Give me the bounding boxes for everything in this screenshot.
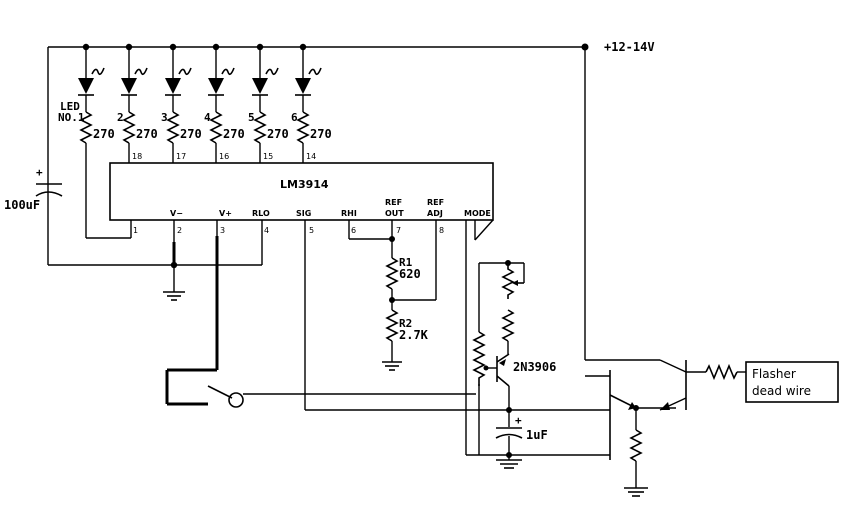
resistor-r2: [385, 309, 399, 362]
pin-number-4: 4: [264, 226, 269, 235]
led-column-2: [121, 47, 148, 163]
led-resistor-icon: [122, 111, 136, 144]
led-label-4: 4: [204, 111, 211, 124]
supply-label: +12-14V: [604, 40, 655, 54]
chip-name: LM3914: [280, 178, 329, 191]
capacitor-100uf: [35, 183, 63, 197]
pin-label-ref-out-1: REF: [385, 198, 402, 207]
light-emission-icon: [308, 67, 322, 76]
ground-icon-3: [496, 459, 522, 469]
r2-value: 2.7K: [399, 328, 429, 342]
cap-small-polarity: +: [515, 414, 522, 427]
pin-number-6: 6: [351, 226, 356, 235]
pin-number-16: 16: [219, 152, 229, 161]
supply-rail: [47, 43, 687, 373]
light-emission-icon: [178, 67, 192, 76]
ground-icon-1: [163, 291, 185, 301]
pin-label-ref-adj-1: REF: [427, 198, 444, 207]
pin-label-mode: MODE: [464, 209, 491, 218]
led-resistor-icon: [296, 111, 310, 144]
led-label-1b: NO.1: [58, 111, 85, 124]
led-column-5: [252, 47, 279, 163]
cap-main-value: 100uF: [4, 198, 40, 212]
potentiometer-icon: [501, 263, 515, 299]
pnp-transistor-icon: [496, 353, 510, 363]
led-resistor-value-6: 270: [310, 127, 332, 141]
led-label-6: 6: [291, 111, 298, 124]
led-diode-icon: [121, 78, 137, 94]
led-diode-icon: [165, 78, 181, 94]
transistor-section: [472, 260, 525, 455]
pin-label-ref-adj-2: ADJ: [427, 209, 443, 218]
led-resistor-value-2: 270: [136, 127, 158, 141]
pin-number-8: 8: [439, 226, 444, 235]
led-resistor-value-3: 270: [180, 127, 202, 141]
resistor-r1: [385, 257, 399, 310]
flasher-output-box: [745, 361, 839, 403]
led-column-4: [208, 47, 235, 163]
pin-number-1: 1: [133, 226, 138, 235]
pin-number-17: 17: [176, 152, 186, 161]
pin-label-ref-out-2: OUT: [385, 209, 404, 218]
pin-number-18: 18: [132, 152, 142, 161]
led-label-3: 3: [161, 111, 168, 124]
led-resistor-icon: [79, 111, 93, 144]
led-diode-icon: [208, 78, 224, 94]
output-box-line1: Flasher: [752, 367, 796, 381]
pin-number-3: 3: [220, 226, 225, 235]
transistor-name: 2N3906: [513, 360, 556, 374]
r1-name: R1: [399, 256, 413, 269]
led-resistor-value-5: 270: [267, 127, 289, 141]
ground-icon-4: [624, 487, 648, 497]
pin-number-14: 14: [306, 152, 316, 161]
switch-icon: [207, 385, 476, 408]
led-column-6: [295, 47, 322, 163]
pin-label-sig: SIG: [296, 209, 311, 218]
pin-number-7: 7: [396, 226, 401, 235]
led-label-2: 2: [117, 111, 124, 124]
power-transistor: [659, 360, 706, 411]
cap-small-value: 1uF: [526, 428, 548, 442]
pin-label-vminus: V−: [170, 209, 183, 218]
r1-value: 620: [399, 267, 421, 281]
light-emission-icon: [265, 67, 279, 76]
led-resistor-value-4: 270: [223, 127, 245, 141]
cap-main-polarity: +: [36, 166, 43, 179]
pin-number-5: 5: [309, 226, 314, 235]
light-emission-icon: [91, 67, 105, 76]
pin-number-15: 15: [263, 152, 273, 161]
pin-label-rlo: RLO: [252, 209, 270, 218]
led-resistor-icon: [253, 111, 267, 144]
driver-transistor: [510, 370, 676, 460]
led-column-1: [78, 47, 132, 239]
r2-name: R2: [399, 317, 412, 330]
chip-wiring: [48, 219, 610, 456]
pin-label-rhi: RHI: [341, 209, 357, 218]
lm3914-chip: [109, 162, 494, 221]
led-diode-icon: [295, 78, 311, 94]
led-label-1: LED: [60, 100, 80, 113]
led-diode-icon: [252, 78, 268, 94]
ground-icon-2: [382, 361, 402, 371]
base-resistor-icon: [501, 309, 515, 342]
led-diode-icon: [78, 78, 94, 94]
pin-label-vplus: V+: [219, 209, 232, 218]
emitter-resistor: [629, 408, 643, 488]
output-box-line2: dead wire: [752, 384, 811, 398]
light-emission-icon: [134, 67, 148, 76]
led-resistor-icon: [166, 111, 180, 144]
pin-number-2: 2: [177, 226, 182, 235]
led-label-5: 5: [248, 111, 255, 124]
trimmer-resistor-icon: [472, 331, 486, 386]
led-resistor-icon: [209, 111, 223, 144]
capacitor-1uf: [495, 410, 523, 460]
light-emission-icon: [221, 67, 235, 76]
led-column-3: [165, 47, 192, 163]
led-resistor-value-1: 270: [93, 127, 115, 141]
output-resistor: [705, 363, 746, 381]
